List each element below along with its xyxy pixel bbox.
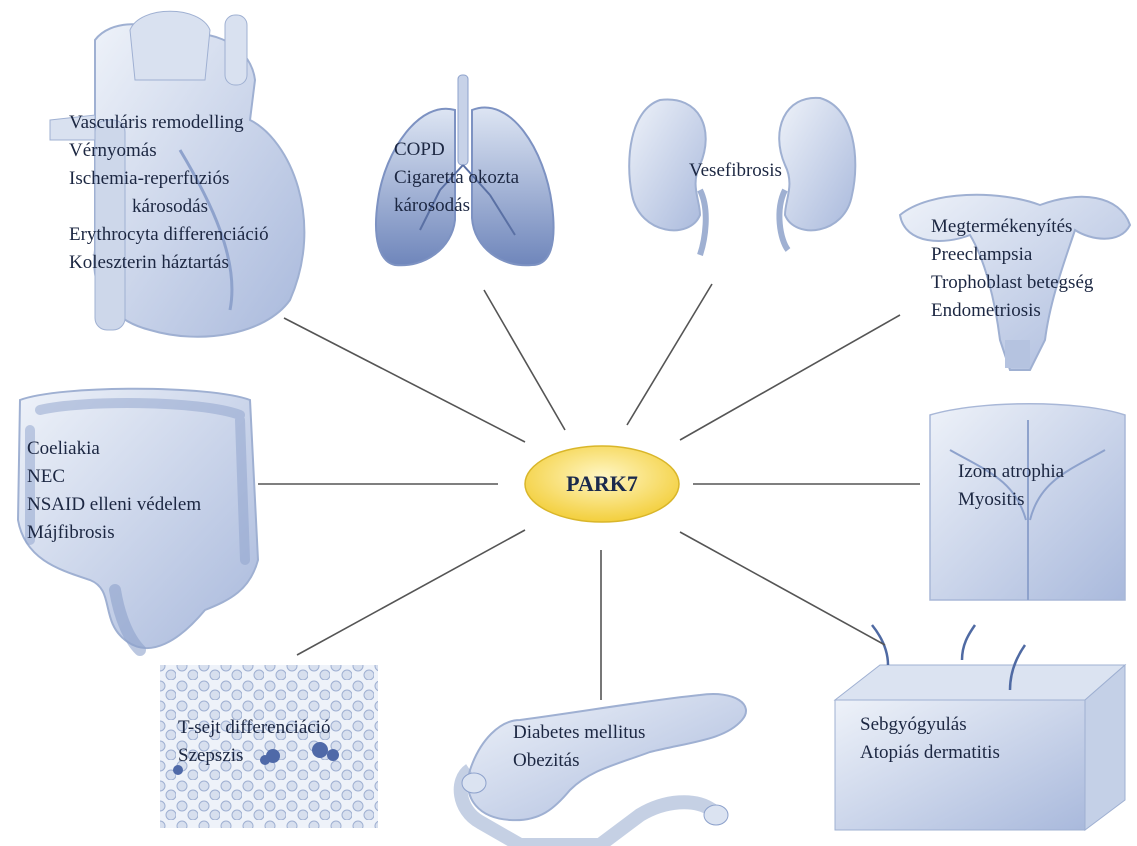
- blood-line: Szepszis: [178, 742, 330, 770]
- skin-line: Atopiás dermatitis: [860, 739, 1000, 767]
- heart-line: Vérnyomás: [69, 137, 269, 165]
- heart-line: Vasculáris remodelling: [69, 109, 269, 137]
- intestine-line: Májfibrosis: [27, 519, 201, 547]
- connector-kidneys: [627, 284, 712, 425]
- lungs-label: COPD Cigaretta okozta károsodás: [394, 136, 519, 220]
- kidneys-label: Vesefibrosis: [689, 157, 782, 185]
- uterus-line: Preeclampsia: [931, 241, 1093, 269]
- heart-line: károsodás: [69, 193, 269, 221]
- lungs-line: COPD: [394, 136, 519, 164]
- heart-line: Koleszterin háztartás: [69, 249, 269, 277]
- park7-label: PARK7: [527, 464, 677, 504]
- lungs-line: károsodás: [394, 192, 519, 220]
- lungs-line: Cigaretta okozta: [394, 164, 519, 192]
- pancreas-line: Diabetes mellitus: [513, 719, 645, 747]
- skin-line: Sebgyógyulás: [860, 711, 1000, 739]
- intestine-line: NEC: [27, 463, 201, 491]
- kidneys-line: Vesefibrosis: [689, 157, 782, 185]
- uterus-line: Endometriosis: [931, 297, 1093, 325]
- connector-skin: [680, 532, 885, 645]
- blood-line: T-sejt differenciáció: [178, 714, 330, 742]
- connector-lungs: [484, 290, 565, 430]
- uterus-line: Trophoblast betegség: [931, 269, 1093, 297]
- connector-heart: [284, 318, 525, 442]
- heart-label: Vasculáris remodelling Vérnyomás Ischemi…: [69, 109, 269, 277]
- intestine-label: Coeliakia NEC NSAID elleni védelem Májfi…: [27, 435, 201, 547]
- pancreas-line: Obezitás: [513, 747, 645, 775]
- pancreas-label: Diabetes mellitus Obezitás: [513, 719, 645, 775]
- uterus-label: Megtermékenyítés Preeclampsia Trophoblas…: [931, 213, 1093, 325]
- heart-line: Erythrocyta differenciáció: [69, 221, 269, 249]
- connector-blood: [297, 530, 525, 655]
- intestine-line: Coeliakia: [27, 435, 201, 463]
- blood-label: T-sejt differenciáció Szepszis: [178, 714, 330, 770]
- heart-line: Ischemia-reperfuziós: [69, 165, 269, 193]
- muscle-label: Izom atrophia Myositis: [958, 458, 1064, 514]
- muscle-line: Izom atrophia: [958, 458, 1064, 486]
- uterus-line: Megtermékenyítés: [931, 213, 1093, 241]
- intestine-line: NSAID elleni védelem: [27, 491, 201, 519]
- muscle-line: Myositis: [958, 486, 1064, 514]
- skin-label: Sebgyógyulás Atopiás dermatitis: [860, 711, 1000, 767]
- connector-uterus: [680, 315, 900, 440]
